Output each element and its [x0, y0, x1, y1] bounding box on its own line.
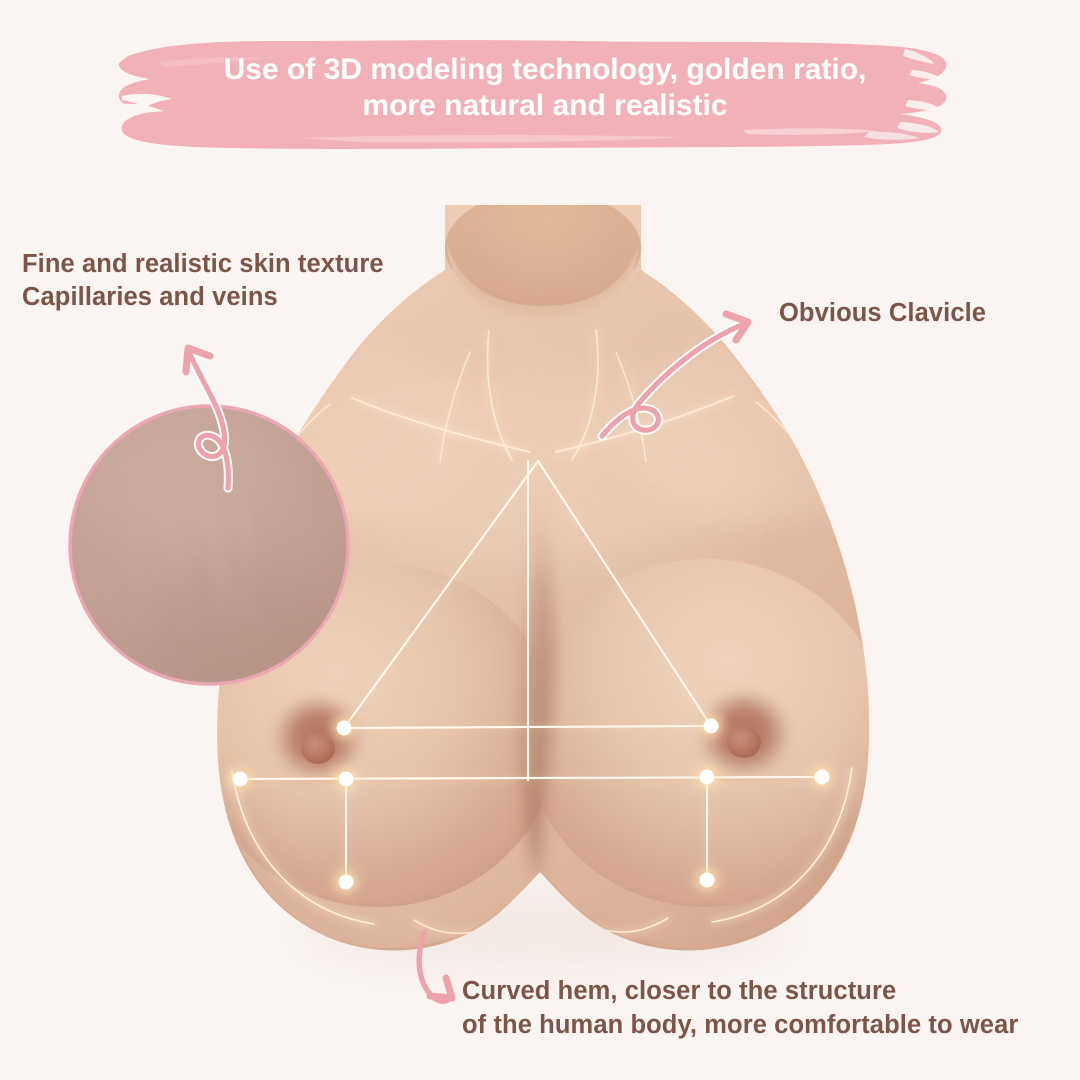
annotation-skin-texture: Fine and realistic skin texture Capillar…: [22, 250, 384, 312]
magnifier-border: [68, 404, 350, 686]
arrow-to-clavicle: [597, 310, 752, 441]
annotation-curved-hem: Curved hem, closer to the structure of t…: [462, 977, 1019, 1040]
measurement-points: [229, 715, 833, 893]
arrow-to-skin-texture: [182, 344, 233, 493]
annotation-clavicle: Obvious Clavicle: [779, 299, 987, 327]
banner-brush-stroke: [118, 40, 947, 149]
annotation-arrows: [182, 310, 752, 1004]
arrow-to-hem: [416, 929, 456, 1004]
banner-headline: Use of 3D modeling technology, golden ra…: [223, 53, 867, 122]
golden-ratio-measurement-lines: [229, 459, 833, 893]
